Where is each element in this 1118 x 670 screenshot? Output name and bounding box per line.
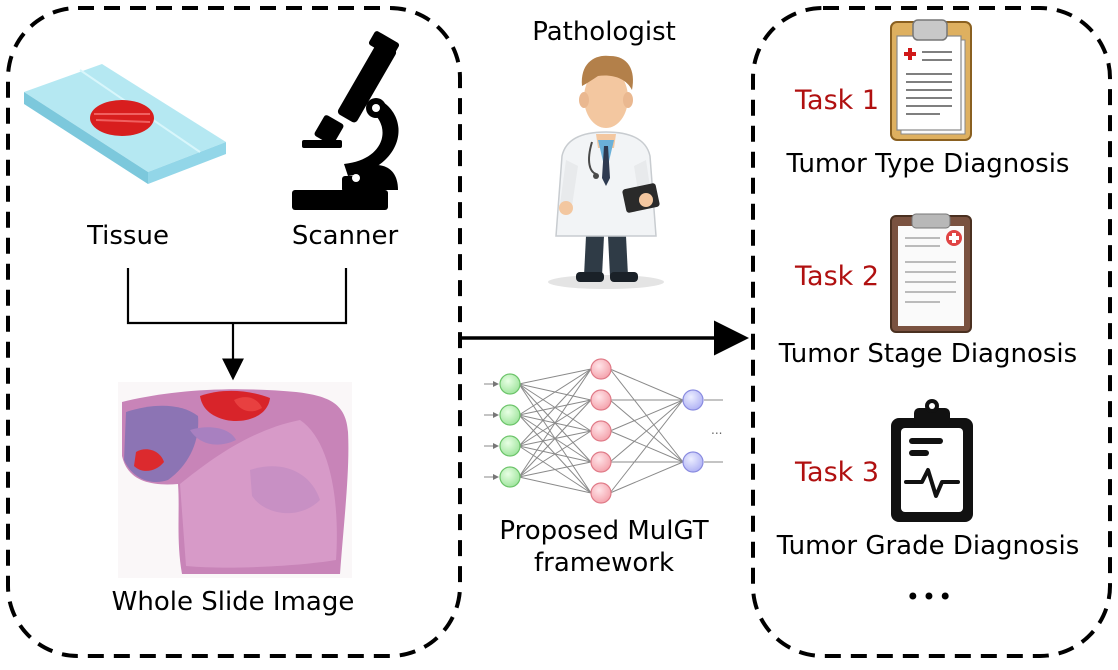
network-input-node (499, 404, 521, 426)
network-edge (518, 368, 592, 385)
network-hidden-node (590, 482, 612, 504)
left-group-box (6, 6, 462, 658)
task-3-label: Task 3 (795, 457, 880, 488)
network-edge (609, 399, 684, 463)
task-3-diagnosis: Tumor Grade Diagnosis (776, 531, 1080, 561)
network-hidden-node (590, 358, 612, 380)
task-2-clipboard-icon (890, 213, 972, 333)
network-input-node (499, 373, 521, 395)
merge-connector (126, 268, 348, 381)
task-2-diagnosis: Tumor Stage Diagnosis (778, 339, 1078, 369)
task-1-diagnosis: Tumor Type Diagnosis (786, 149, 1070, 179)
network-edge (609, 368, 684, 401)
whole-slide-image (118, 382, 352, 578)
tissue-label: Tissue (87, 221, 169, 251)
network-ellipsis: ... (711, 423, 722, 437)
network-output-node (682, 451, 704, 473)
framework-label: Proposed MulGT framework (499, 516, 709, 578)
network-hidden-node (590, 420, 612, 442)
network-edge (518, 368, 592, 447)
network-edge (609, 399, 684, 432)
pathologist-label: Pathologist (532, 17, 676, 47)
network-input-node (499, 435, 521, 457)
network-edge (518, 430, 592, 478)
network-edge (518, 399, 592, 478)
task-1-clipboard-icon (890, 19, 972, 141)
network-edge (609, 399, 684, 494)
whole-slide-image-label: Whole Slide Image (111, 587, 355, 617)
neural-network-icon (484, 358, 723, 504)
network-edge (518, 476, 592, 494)
tissue-slide-icon (24, 64, 226, 184)
network-hidden-node (590, 451, 612, 473)
task-2-label: Task 2 (795, 261, 880, 292)
more-tasks-ellipsis: ••• (905, 583, 955, 611)
network-input-node (499, 466, 521, 488)
network-output-node (682, 389, 704, 411)
network-edge (518, 461, 592, 478)
pathologist-icon (548, 55, 664, 289)
task-1-label: Task 1 (795, 85, 880, 116)
right-group-box (751, 6, 1112, 658)
scanner-label: Scanner (291, 221, 399, 251)
task-3-clipboard-icon (891, 399, 973, 522)
network-edge (518, 368, 592, 416)
microscope-icon (292, 31, 400, 210)
network-edge (609, 461, 684, 494)
network-hidden-node (590, 389, 612, 411)
network-edge (518, 368, 592, 478)
